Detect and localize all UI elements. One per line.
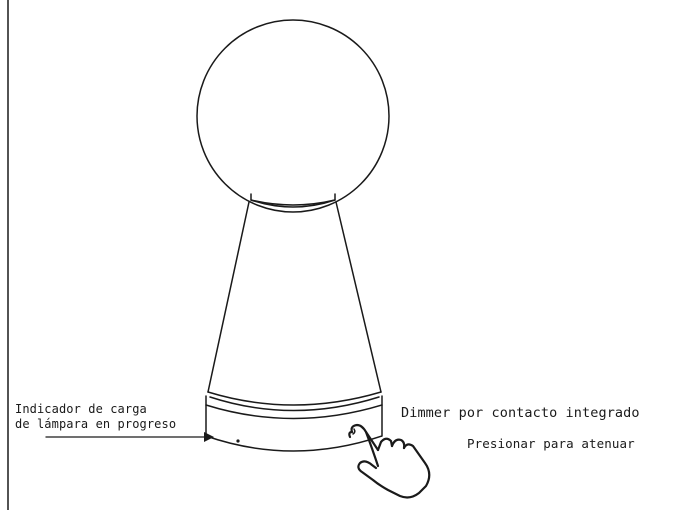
lamp-cone-body [207, 201, 382, 393]
dimmer-title: Dimmer por contacto integrado [401, 405, 640, 421]
charge-indicator-line1: Indicador de carga [15, 402, 147, 416]
pointing-hand-icon [348, 423, 431, 499]
base-band [205, 404, 383, 420]
charge-indicator-line2: de lámpara en progreso [15, 417, 177, 431]
base-top-rim [207, 391, 382, 406]
charge-indicator-label: Indicador de carga de lámpara en progres… [15, 402, 176, 432]
globe-neck-ring-inner [250, 199, 336, 206]
base-top-rim-inner [209, 396, 380, 412]
arrow-head [204, 432, 214, 442]
led-dot-icon [236, 439, 240, 443]
dimmer-subtitle: Presionar para atenuar [467, 436, 635, 451]
lamp-globe [196, 19, 390, 213]
